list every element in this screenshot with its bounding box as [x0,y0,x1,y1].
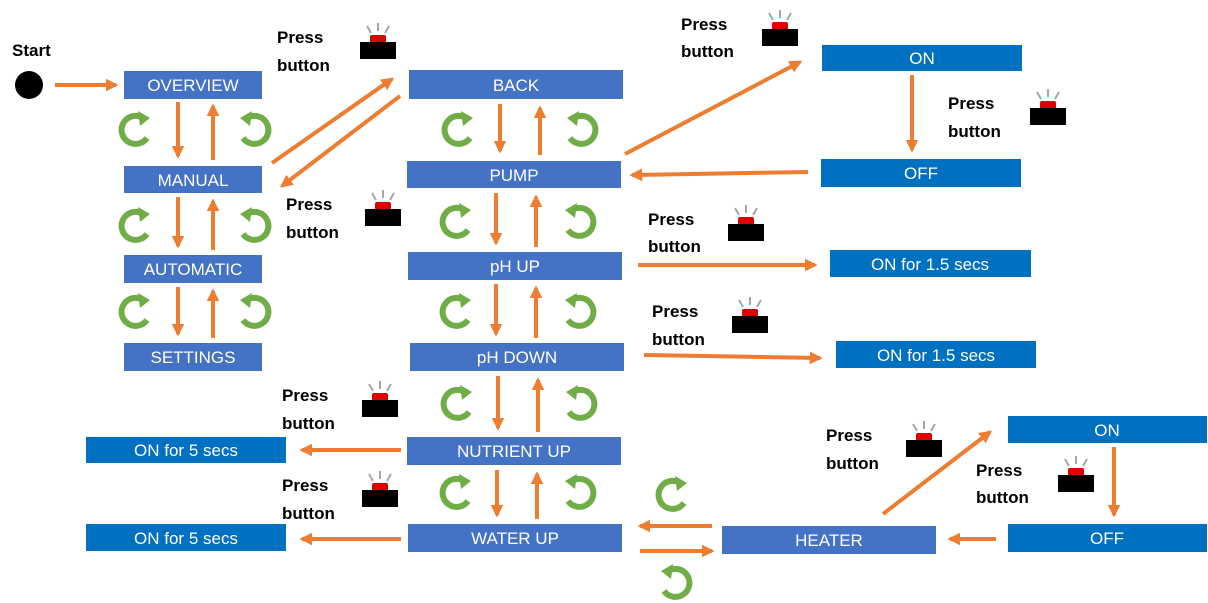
press-label: Press [976,461,1022,480]
submenu-item-nutrient-up[interactable]: NUTRIENT UP [407,437,621,465]
push-button-icon [364,189,402,227]
state-water-on-label: ON for 5 secs [134,529,238,548]
counterclockwise-arrow-icon [566,385,594,418]
state-heater-on-label: ON [1094,421,1120,440]
state-pump-off: OFF [821,159,1021,187]
counterclockwise-arrow-icon [565,474,593,507]
press-label: Press [648,210,694,229]
submenu-item-pump[interactable]: PUMP [407,161,621,188]
push-button-icon [761,9,799,47]
arrow-ph-down-to-on [643,351,823,365]
menu-item-settings-label: SETTINGS [150,348,235,367]
state-ph-up-on: ON for 1.5 secs [830,250,1031,277]
press-label: Press [826,426,872,445]
state-water-on: ON for 5 secs [86,524,286,551]
submenu-item-heater-label: HEATER [795,531,863,550]
press-label: button [286,223,339,242]
clockwise-arrow-icon [443,293,471,326]
arrow-off-to-pump [629,168,809,182]
menu-item-manual-label: MANUAL [158,171,229,190]
counterclockwise-arrow-icon [240,111,268,144]
menu-item-overview-label: OVERVIEW [147,76,238,95]
clockwise-arrow-icon [443,474,471,507]
state-ph-down-on: ON for 1.5 secs [836,341,1036,368]
menu-item-manual[interactable]: MANUAL [124,166,262,193]
press-label: button [282,414,335,433]
press-label: Press [948,94,994,113]
counterclockwise-arrow-icon [565,293,593,326]
push-button-icon [727,204,765,242]
clockwise-arrow-icon [122,293,150,326]
submenu-item-ph-up[interactable]: pH UP [408,252,622,280]
press-label: button [826,454,879,473]
state-pump-off-label: OFF [904,164,938,183]
push-button-icon [361,380,399,418]
submenu-item-pump-label: PUMP [489,166,538,185]
arrow-heater-to-on [881,430,993,516]
menu-item-overview[interactable]: OVERVIEW [124,71,262,99]
submenu-item-ph-up-label: pH UP [490,257,540,276]
submenu-item-ph-down-label: pH DOWN [477,348,557,367]
push-button-icon [731,296,769,334]
arrow-back-to-manual [279,94,402,188]
counterclockwise-arrow-icon [565,203,593,236]
submenu-item-back[interactable]: BACK [409,70,623,99]
press-label: button [948,122,1001,141]
push-button-icon [359,22,397,60]
press-label: Press [282,386,328,405]
state-nutrient-on: ON for 5 secs [86,437,286,463]
press-label: button [681,42,734,61]
press-label: button [976,488,1029,507]
push-button-icon [1057,455,1095,493]
state-pump-on-label: ON [909,49,935,68]
press-label: Press [681,15,727,34]
clockwise-arrow-icon [122,111,150,144]
start-circle-icon [15,71,43,99]
push-button-icon [1029,88,1067,126]
state-ph-up-on-label: ON for 1.5 secs [871,255,989,274]
counterclockwise-arrow-icon [240,293,268,326]
press-label: Press [286,195,332,214]
state-ph-down-on-label: ON for 1.5 secs [877,346,995,365]
push-button-icon [361,470,399,508]
press-label: Press [282,476,328,495]
state-pump-on: ON [822,45,1022,71]
submenu-item-water-up[interactable]: WATER UP [408,524,622,552]
state-heater-off-label: OFF [1090,529,1124,548]
push-button-icon [905,420,943,458]
menu-item-automatic[interactable]: AUTOMATIC [124,255,262,283]
press-label: button [277,56,330,75]
press-label: Press [652,302,698,321]
counterclockwise-arrow-icon [567,111,595,144]
submenu-item-water-up-label: WATER UP [471,529,559,548]
state-nutrient-on-label: ON for 5 secs [134,441,238,460]
counterclockwise-arrow-icon [240,207,268,240]
arrow-pump-to-on [624,60,803,156]
submenu-item-back-label: BACK [493,76,540,95]
submenu-item-nutrient-up-label: NUTRIENT UP [457,442,571,461]
arrow-manual-to-back [270,77,395,165]
clockwise-arrow-icon [443,203,471,236]
press-label: button [652,330,705,349]
clockwise-arrow-icon [445,111,473,144]
start-label: Start [12,41,51,60]
menu-item-settings[interactable]: SETTINGS [124,343,262,371]
counterclockwise-arrow-icon [661,564,689,597]
submenu-item-ph-down[interactable]: pH DOWN [410,343,624,371]
clockwise-arrow-icon [659,476,687,509]
press-label: button [282,504,335,523]
submenu-item-heater[interactable]: HEATER [722,526,936,554]
menu-item-automatic-label: AUTOMATIC [144,260,243,279]
press-label: button [648,237,701,256]
clockwise-arrow-icon [444,385,472,418]
state-heater-off: OFF [1008,524,1207,552]
clockwise-arrow-icon [122,207,150,240]
press-label: Press [277,28,323,47]
state-heater-on: ON [1008,416,1207,443]
